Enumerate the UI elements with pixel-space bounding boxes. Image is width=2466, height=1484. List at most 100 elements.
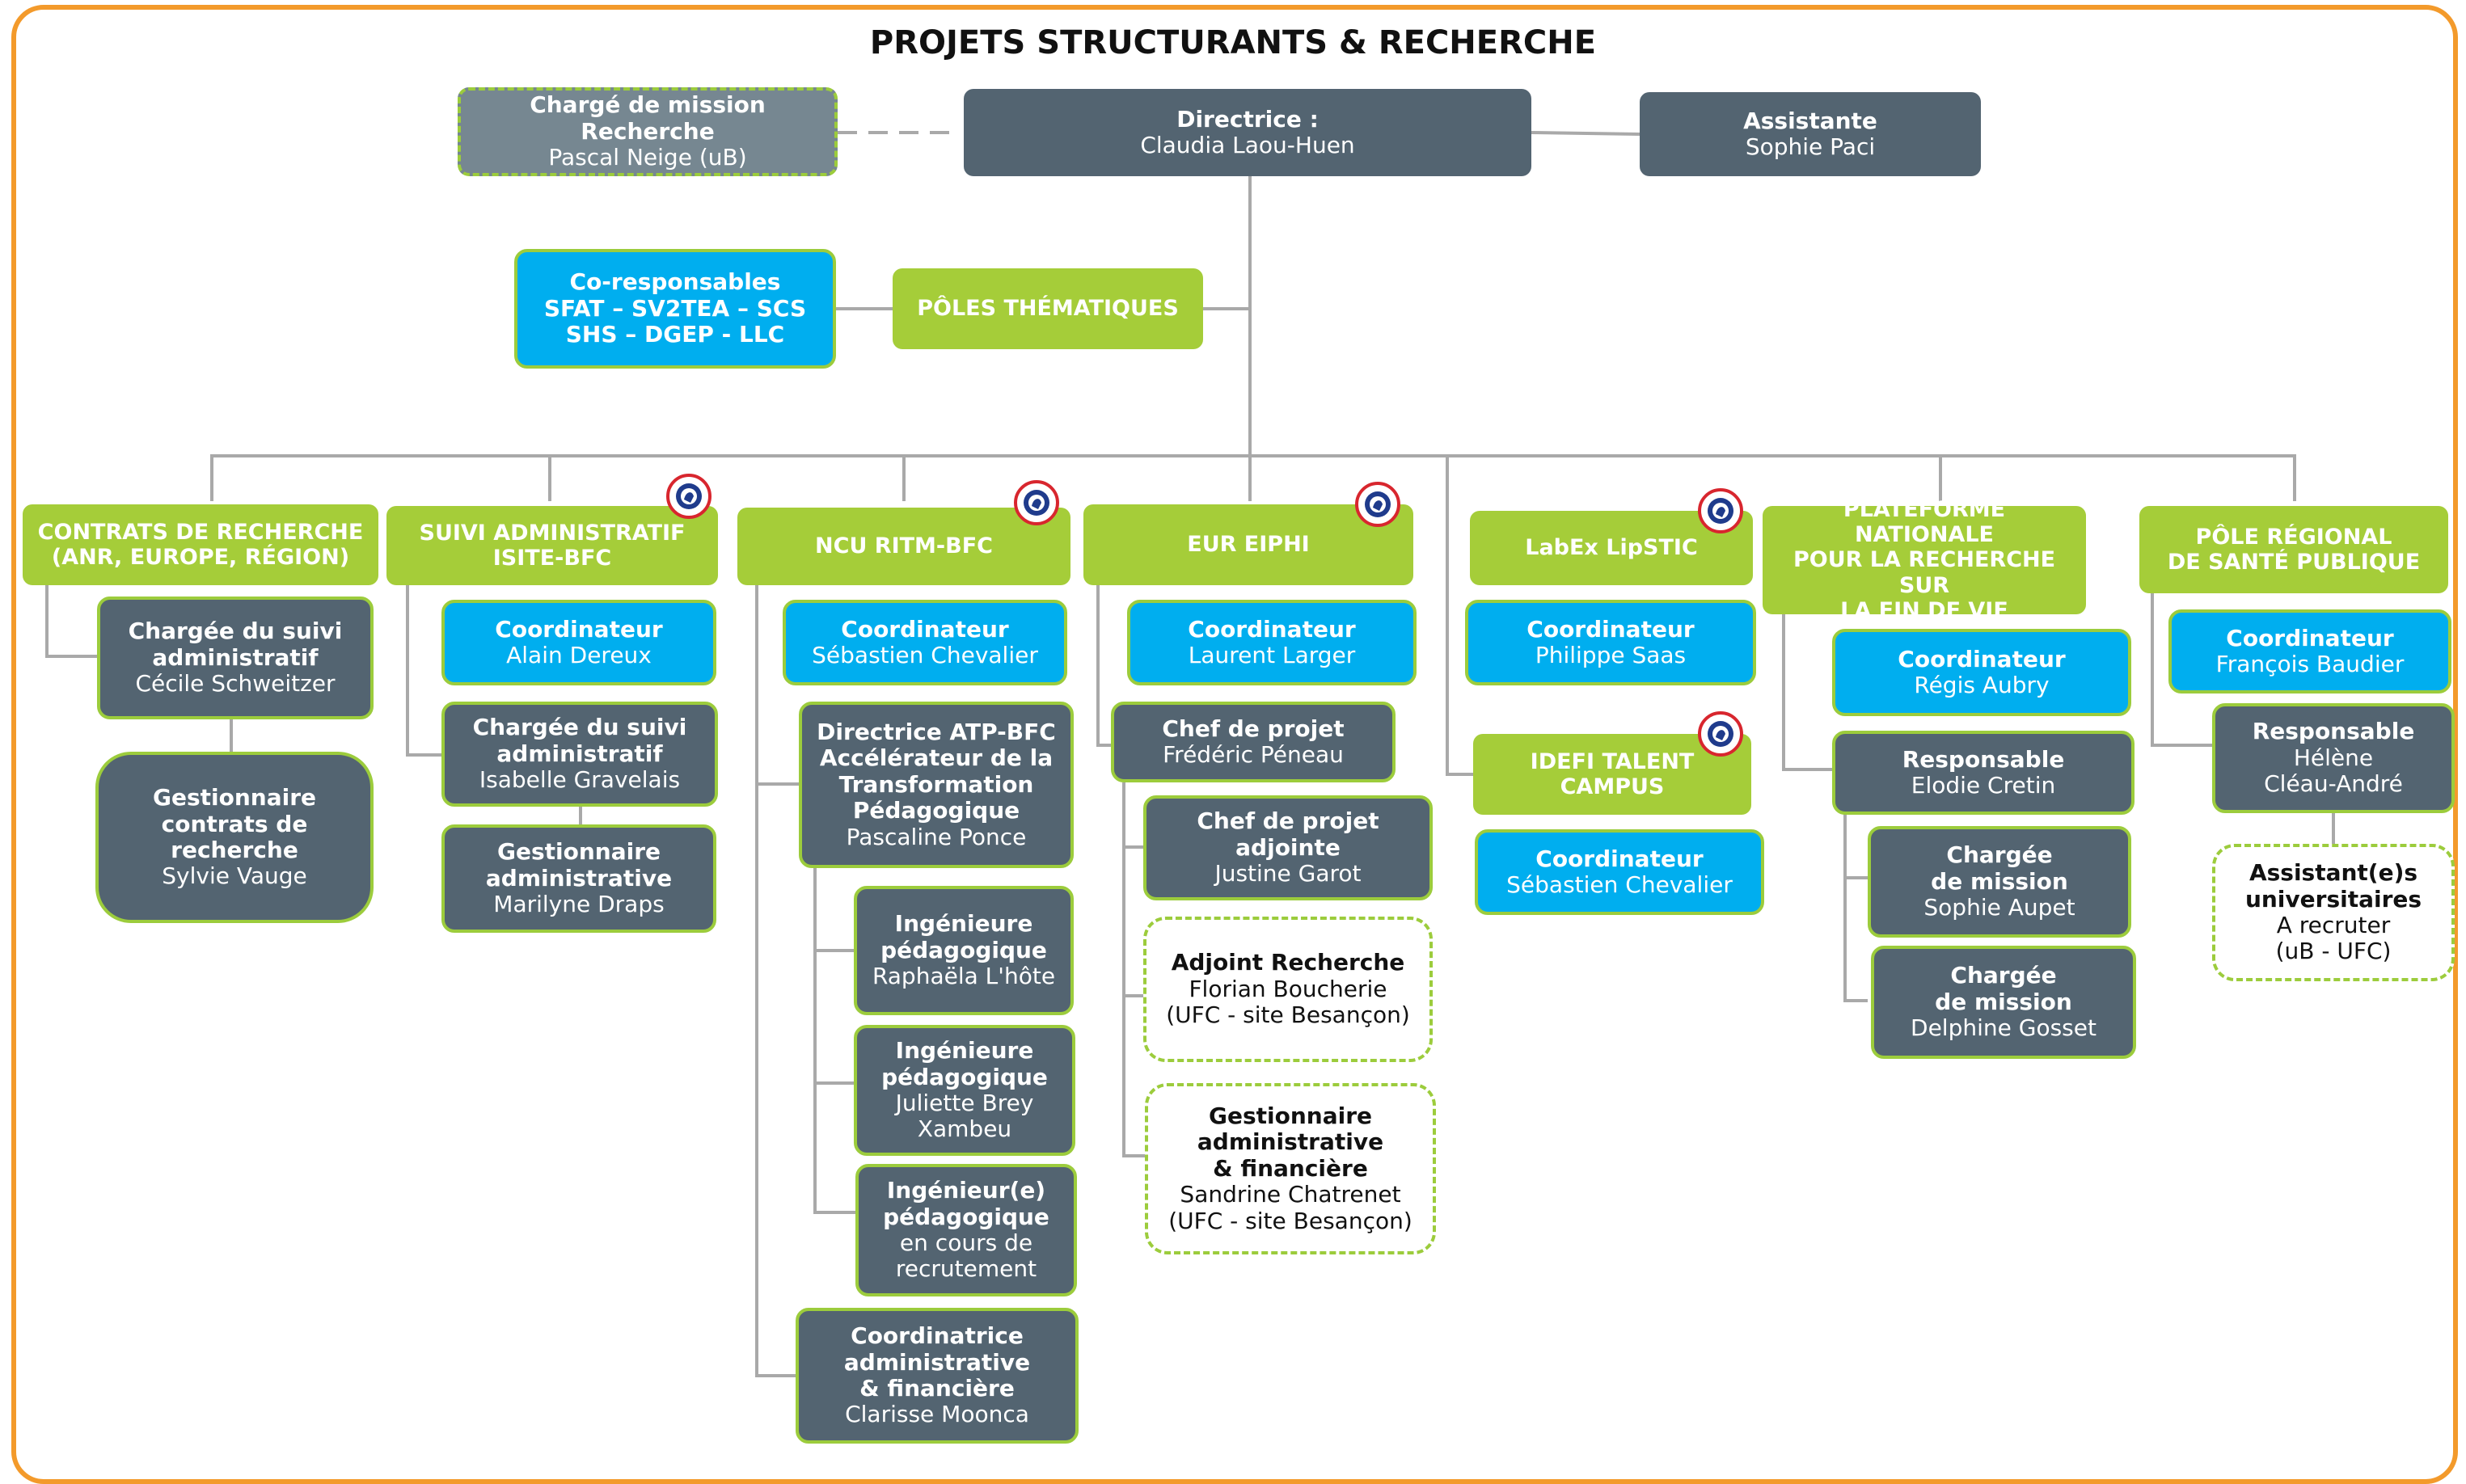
marianne-logo-icon: [1698, 711, 1743, 757]
box-name: Isabelle Gravelais: [479, 766, 681, 794]
box-name: Régis Aubry: [1914, 672, 2050, 698]
eur-coordinateur-box: Coordinateur Laurent Larger: [1127, 600, 1417, 685]
box-name: Clarisse Moonca: [845, 1401, 1029, 1428]
box-name: en cours de recrutement: [895, 1229, 1037, 1283]
box-title: Coordinateur: [1898, 645, 2066, 672]
box-title: Gestionnaire contrats de recherche: [152, 784, 316, 863]
box-title: Directrice :: [1176, 105, 1319, 133]
co-responsables-box: Co-responsables SFAT – SV2TEA – SCS SHS …: [514, 249, 836, 369]
ncu-ingenieure-2-box: Ingénieure pédagogique Juliette Brey Xam…: [854, 1025, 1075, 1156]
eur-adjoint-recherche-box: Adjoint Recherche Florian Boucherie (UFC…: [1143, 917, 1433, 1062]
header-label: IDEFI TALENT CAMPUS: [1530, 748, 1695, 799]
eur-gestionnaire-box: Gestionnaire administrative & financière…: [1145, 1083, 1436, 1254]
isite-coordinateur-box: Coordinateur Alain Dereux: [441, 600, 716, 685]
box-title: Chargé de mission Recherche: [530, 91, 766, 145]
box-title: Coordinateur: [1526, 615, 1695, 643]
box-title: Assistante: [1743, 107, 1877, 134]
box-title: Ingénieure pédagogique: [880, 910, 1047, 963]
box-name: Sylvie Vauge: [162, 862, 307, 890]
box-title: Chargée de mission: [1931, 841, 2068, 895]
box-name: Hélène Cléau-André: [2264, 744, 2403, 798]
idefi-coordinateur-box: Coordinateur Sébastien Chevalier: [1475, 829, 1764, 915]
box-name: Sophie Aupet: [1923, 894, 2075, 921]
box-title: Gestionnaire administrative & financière: [1197, 1102, 1384, 1182]
header-label: NCU RITM-BFC: [815, 533, 993, 559]
header-contrats: CONTRATS DE RECHERCHE (ANR, EUROPE, RÉGI…: [23, 504, 378, 585]
box-name: Justine Garot: [1214, 860, 1362, 887]
marianne-logo-icon: [1355, 482, 1400, 527]
box-title: Ingénieure pédagogique: [881, 1037, 1048, 1090]
box-name: Sébastien Chevalier: [812, 642, 1038, 668]
box-title: Chef de projet adjointe: [1197, 807, 1379, 861]
plateforme-responsable-box: Responsable Elodie Cretin: [1832, 731, 2135, 815]
box-title: Coordinateur: [841, 615, 1009, 643]
box-title: Coordinateur: [1535, 845, 1704, 872]
header-label: LabEx LipSTIC: [1525, 535, 1698, 561]
marianne-logo-icon: [1014, 480, 1059, 525]
plateforme-coordinateur-box: Coordinateur Régis Aubry: [1832, 629, 2131, 716]
box-title: Responsable: [2252, 718, 2415, 745]
box-name: Elodie Cretin: [1911, 772, 2056, 799]
box-title: Chargée du suivi administratif: [472, 714, 687, 767]
contrats-gestionnaire-box: Gestionnaire contrats de recherche Sylvi…: [95, 752, 374, 923]
box-title: Coordinateur: [495, 615, 663, 643]
box-name: Florian Boucherie (UFC - site Besançon): [1166, 975, 1410, 1029]
box-title: Directrice ATP-BFC Accélérateur de la Tr…: [817, 718, 1056, 824]
box-name: François Baudier: [2215, 651, 2405, 677]
box-name: Delphine Gosset: [1911, 1014, 2097, 1042]
isite-gestionnaire-box: Gestionnaire administrative Marilyne Dra…: [441, 824, 716, 933]
box-name: Philippe Saas: [1535, 642, 1687, 668]
header-label: PÔLE RÉGIONAL DE SANTÉ PUBLIQUE: [2167, 524, 2421, 575]
marianne-logo-icon: [666, 474, 712, 519]
box-title: Chargée de mission: [1935, 962, 2072, 1015]
ncu-coordinatrice-box: Coordinatrice administrative & financièr…: [796, 1308, 1079, 1444]
box-name: Claudia Laou-Huen: [1140, 132, 1355, 158]
sante-responsable-box: Responsable Hélène Cléau-André: [2212, 703, 2455, 813]
ncu-coordinateur-box: Coordinateur Sébastien Chevalier: [783, 600, 1067, 685]
box-title: Coordinateur: [2226, 624, 2394, 651]
header-label: SUIVI ADMINISTRATIF ISITE-BFC: [419, 520, 686, 571]
box-name: Pascaline Ponce: [846, 823, 1027, 850]
box-title: Chef de projet: [1162, 715, 1345, 742]
box-name: Juliette Brey Xambeu: [895, 1090, 1034, 1143]
sante-assistants-box: Assistant(e)s universitaires A recruter …: [2212, 844, 2455, 981]
box-name: Marilyne Draps: [493, 891, 665, 918]
box-title: Gestionnaire administrative: [485, 838, 673, 892]
poles-thematiques-box: PÔLES THÉMATIQUES: [893, 268, 1203, 349]
contrats-suivi-box: Chargée du suivi administratif Cécile Sc…: [97, 597, 374, 719]
header-eur: EUR EIPHI: [1083, 504, 1413, 585]
marianne-logo-icon: [1698, 488, 1743, 533]
header-label: EUR EIPHI: [1187, 532, 1310, 558]
sante-coordinateur-box: Coordinateur François Baudier: [2168, 609, 2451, 694]
header-sante: PÔLE RÉGIONAL DE SANTÉ PUBLIQUE: [2139, 506, 2448, 593]
eur-chef-adjointe-box: Chef de projet adjointe Justine Garot: [1143, 795, 1433, 900]
mission-recherche-box: Chargé de mission Recherche Pascal Neige…: [458, 87, 838, 176]
assistante-box: Assistante Sophie Paci: [1640, 92, 1981, 176]
box-title: Chargée du suivi administratif: [128, 618, 343, 671]
box-name: Cécile Schweitzer: [135, 670, 336, 698]
plateforme-chargee-1-box: Chargée de mission Sophie Aupet: [1868, 826, 2131, 938]
box-name: Sébastien Chevalier: [1506, 871, 1733, 898]
box-title: Adjoint Recherche: [1171, 949, 1405, 976]
box-name: Laurent Larger: [1188, 642, 1356, 668]
ncu-ingenieur-3-box: Ingénieur(e) pédagogique en cours de rec…: [855, 1164, 1077, 1296]
box-title: PÔLES THÉMATIQUES: [917, 296, 1179, 322]
directrice-box: Directrice : Claudia Laou-Huen: [964, 89, 1531, 176]
isite-suivi-box: Chargée du suivi administratif Isabelle …: [441, 702, 718, 807]
box-name: Pascal Neige (uB): [548, 144, 747, 171]
box-title: Coordinateur: [1188, 615, 1356, 643]
box-name: Frédéric Péneau: [1163, 741, 1344, 768]
ncu-ingenieure-1-box: Ingénieure pédagogique Raphaëla L'hôte: [854, 886, 1074, 1015]
plateforme-chargee-2-box: Chargée de mission Delphine Gosset: [1871, 946, 2136, 1059]
labex-coordinateur-box: Coordinateur Philippe Saas: [1465, 600, 1756, 685]
chart-title: PROJETS STRUCTURANTS & RECHERCHE: [869, 24, 1597, 61]
box-name: Sophie Paci: [1745, 133, 1876, 160]
header-label: CONTRATS DE RECHERCHE (ANR, EUROPE, RÉGI…: [37, 519, 364, 570]
box-title: Co-responsables SFAT – SV2TEA – SCS SHS …: [543, 268, 807, 348]
header-label: PLATEFORME NATIONALE POUR LA RECHERCHE S…: [1792, 496, 2056, 623]
box-name: Alain Dereux: [506, 642, 652, 668]
box-name: Raphaëla L'hôte: [872, 963, 1056, 990]
box-title: Responsable: [1902, 745, 2065, 773]
